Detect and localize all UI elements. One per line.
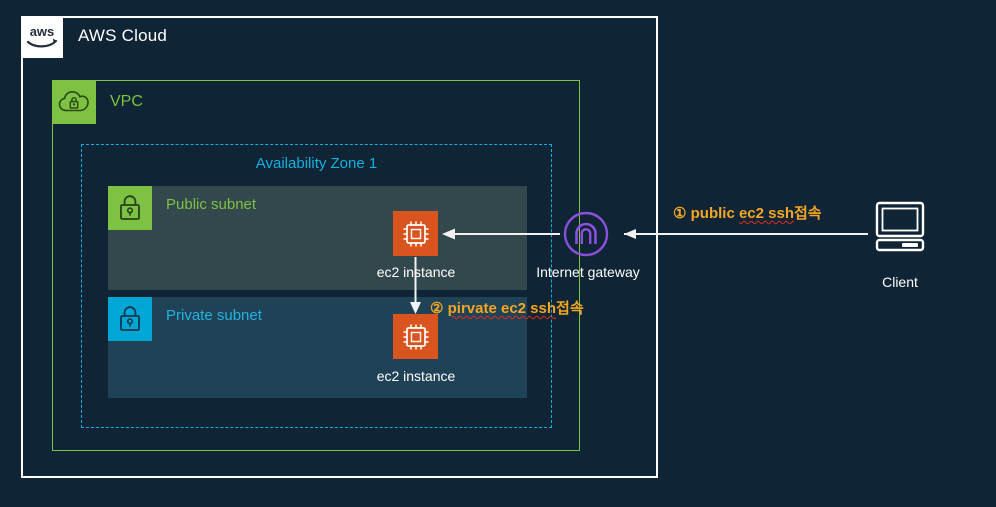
vpc-cloud-lock-icon xyxy=(52,80,96,124)
public-subnet: Public subnet xyxy=(108,186,527,290)
private-subnet: Private subnet xyxy=(108,297,527,398)
annotation-private-ssh: ② pirvate ec2 ssh접속 xyxy=(430,297,584,318)
desktop-computer-icon[interactable] xyxy=(872,199,928,255)
availability-zone-title: Availability Zone 1 xyxy=(255,155,378,172)
aws-cloud-title: AWS Cloud xyxy=(78,26,168,45)
annotation-1-suffix: 접속 xyxy=(794,205,822,222)
ec2-instance-public[interactable] xyxy=(393,211,438,256)
annotation-public-ssh: ① public ec2 ssh접속 xyxy=(673,202,822,223)
ec2-instance-public-caption: ec2 instance xyxy=(376,264,456,280)
vpc-boundary xyxy=(52,80,580,451)
annotation-2-suffix: 접속 xyxy=(556,300,584,317)
ec2-instance-private-caption: ec2 instance xyxy=(376,368,456,384)
aws-cloud-boundary xyxy=(21,16,658,478)
annotation-1-prefix: ① public xyxy=(673,205,739,222)
annotation-1-misspelled: ec2 ssh xyxy=(738,205,794,222)
padlock-icon xyxy=(108,297,152,341)
ec2-instance-private[interactable] xyxy=(393,314,438,359)
internet-gateway-caption: Internet gateway xyxy=(536,264,640,280)
aws-logo: aws xyxy=(21,16,63,58)
annotation-2-misspelled: pirvate ec2 ssh xyxy=(447,300,557,317)
private-subnet-label: Private subnet xyxy=(166,307,262,324)
internet-gateway-icon[interactable] xyxy=(563,211,609,257)
svg-text:aws: aws xyxy=(30,24,55,39)
padlock-icon xyxy=(108,186,152,230)
vpc-title: VPC xyxy=(110,93,143,110)
client-caption: Client xyxy=(882,274,918,290)
annotation-2-prefix: ② xyxy=(430,300,448,317)
public-subnet-label: Public subnet xyxy=(166,196,257,213)
availability-zone-boundary xyxy=(81,144,552,428)
